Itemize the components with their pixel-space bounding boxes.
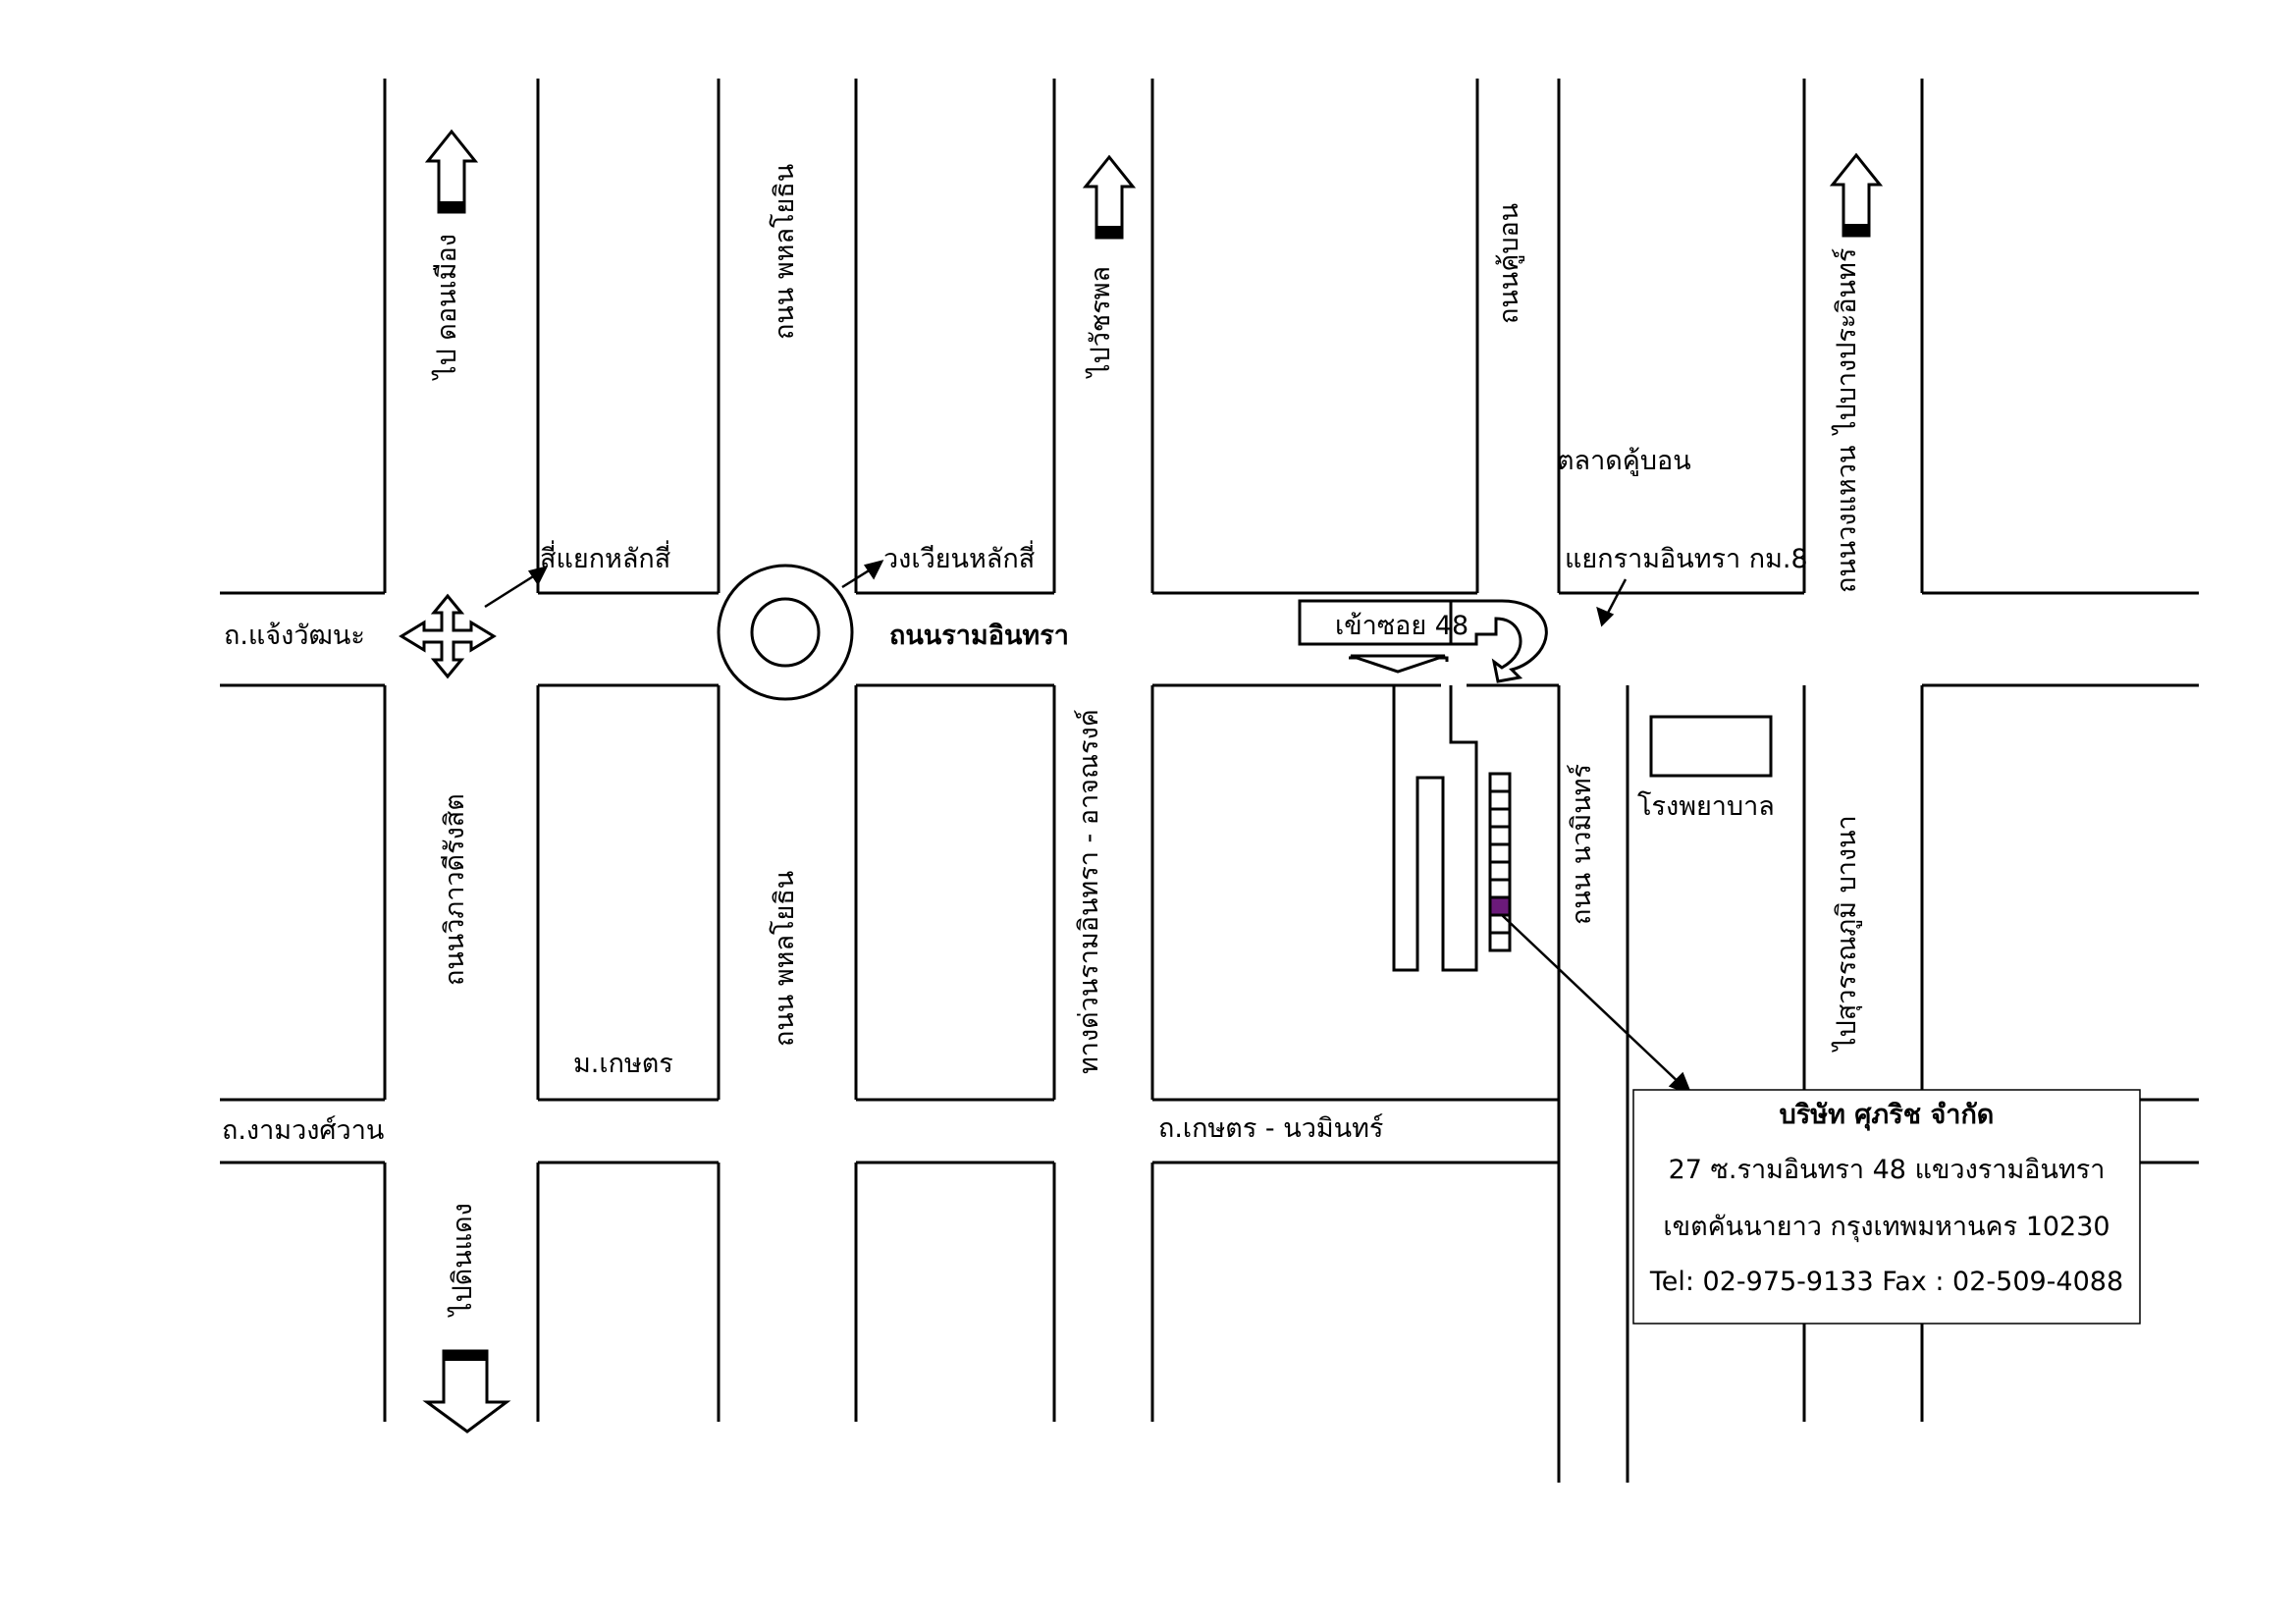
company-info-box: [1632, 1089, 2141, 1325]
label-nawamin-road: ถนน นวมินทร์: [1566, 764, 1597, 925]
company-location-marker: [1488, 895, 1512, 917]
label-ring-road: ถนนวงแหวน: [1832, 446, 1862, 593]
label-phahon-yothin-north: ถนน พหลโยธิน: [770, 164, 800, 340]
label-phahon-yothin-south: ถนน พหลโยธิน: [770, 871, 800, 1047]
label-to-suvarnabhumi: ไปสุวรรณภูมิ บางนา: [1832, 815, 1863, 1053]
arrow-up-icon: [424, 129, 479, 214]
label-lak-si-circle: วงเวียนหลักสี่: [883, 540, 1035, 574]
arrow-up-icon: [1829, 152, 1884, 238]
label-kaset-village: ม.เกษตร: [573, 1049, 673, 1079]
label-vibhavadi: ถนนวิภาวดีรังสิต: [440, 793, 470, 986]
pointer-arrows: [484, 560, 1693, 1097]
label-lak-si-junction: สี่แยกหลักสี่: [540, 540, 670, 574]
label-ramintra-intersection: แยกรามอินทรา กม.8: [1565, 544, 1808, 574]
label-khu-bon-road: ถนนคู้บอน: [1494, 203, 1524, 324]
map-labels: ไป ดอนเมือง ถนน พหลโยธิน ไปวัชรพล ถนนคู้…: [222, 164, 1863, 1318]
label-to-bang-pra-in: ไปบางประอินทร์: [1831, 248, 1862, 436]
label-hospital: โรงพยาบาล: [1637, 791, 1775, 822]
company-name: บริษัท ศุภริช จำกัด: [1780, 1100, 1995, 1131]
label-ngam-wong-wan: ถ.งามวงศ์วาน: [222, 1114, 384, 1146]
down-arrow-icon: [1350, 654, 1446, 674]
u-turn-icon: [1449, 599, 1548, 683]
company-address-2: เขตคันนายาว กรุงเทพมหานคร 10230: [1663, 1212, 2109, 1243]
company-contact: Tel: 02-975-9133 Fax : 02-509-4088: [1649, 1267, 2123, 1297]
label-chaeng-watthana: ถ.แจ้งวัฒนะ: [224, 621, 365, 651]
label-ramintra-road: ถนนรามอินทรา: [889, 621, 1069, 651]
label-to-don-mueang: ไป ดอนเมือง: [432, 234, 462, 381]
arrow-down-icon: [422, 1349, 511, 1434]
soi-48-lane: [1392, 685, 1478, 972]
label-kaset-nawamin: ถ.เกษตร - นวมินทร์: [1158, 1112, 1383, 1144]
hospital-building: [1649, 715, 1773, 778]
label-enter-soi: เข้าซอย 48: [1335, 611, 1468, 641]
arrow-up-icon: [1082, 154, 1137, 240]
building-row: [1488, 772, 1512, 952]
company-address-1: 27 ซ.รามอินทรา 48 แขวงรามอินทรา: [1669, 1155, 2106, 1185]
label-to-din-daeng: ไปดินแดง: [448, 1203, 478, 1318]
label-to-watcharaphon: ไปวัชรพล: [1086, 266, 1116, 379]
label-khu-bon-market: ตลาดคู้บอน: [1557, 446, 1691, 476]
company-info: บริษัท ศุภริช จำกัด 27 ซ.รามอินทรา 48 แข…: [1649, 1100, 2123, 1297]
label-expressway: ทางด่วนรามอินทรา - อาจณรงค์: [1073, 709, 1104, 1074]
four-way-arrow-icon: [399, 593, 497, 679]
roundabout-icon: [717, 564, 854, 701]
